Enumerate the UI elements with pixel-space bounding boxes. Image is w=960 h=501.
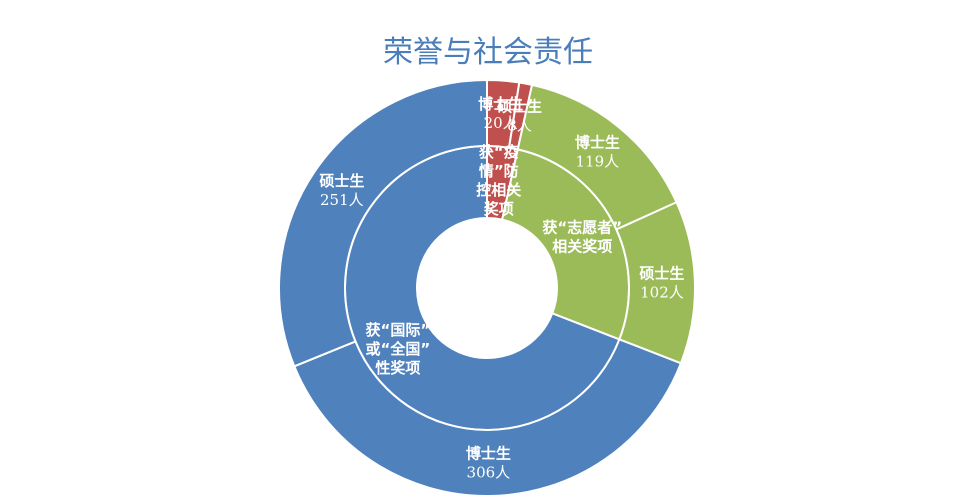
inner-label-1: 获“志愿者”相关奖项 — [542, 219, 622, 256]
outer-label-0-line: 博士生 — [478, 95, 523, 113]
inner-label-0-line: 奖项 — [484, 200, 514, 218]
outer-label-0-line: 20人 — [484, 114, 518, 132]
outer-label-1-line: 硕士生 — [497, 98, 542, 116]
outer-label-1-line: 8人 — [507, 117, 532, 135]
inner-label-2-line: 获“国际” — [366, 321, 431, 339]
inner-label-1-line: 获“志愿者” — [542, 219, 622, 237]
inner-label-2: 获“国际”或“全国”性奖项 — [366, 321, 431, 377]
chart-rings — [278, 78, 696, 497]
outer-label-3-line: 硕士生 — [639, 265, 684, 283]
inner-label-0-line: 获“疫 — [479, 143, 519, 161]
inner-label-2-line: 性奖项 — [375, 359, 420, 377]
outer-label-5-line: 硕士生 — [319, 172, 364, 190]
outer-label-4-line: 306人 — [467, 463, 511, 481]
chart-title: 荣誉与社会责任 — [383, 35, 593, 70]
outer-label-2-line: 119人 — [576, 153, 620, 171]
inner-label-2-line: 或“全国” — [366, 340, 431, 358]
outer-label-4-line: 博士生 — [466, 444, 511, 462]
inner-label-0-line: 情”防 — [479, 162, 519, 180]
outer-label-2-line: 博士生 — [575, 134, 620, 152]
inner-label-0: 获“疫情”防控相关奖项 — [476, 143, 521, 218]
outer-label-5-line: 251人 — [320, 191, 364, 209]
inner-label-1-line: 相关奖项 — [552, 238, 612, 256]
outer-slice-5 — [278, 78, 488, 368]
outer-slice-4 — [292, 338, 683, 497]
inner-label-0-line: 控相关 — [476, 181, 521, 199]
outer-label-3-line: 102人 — [640, 284, 684, 302]
